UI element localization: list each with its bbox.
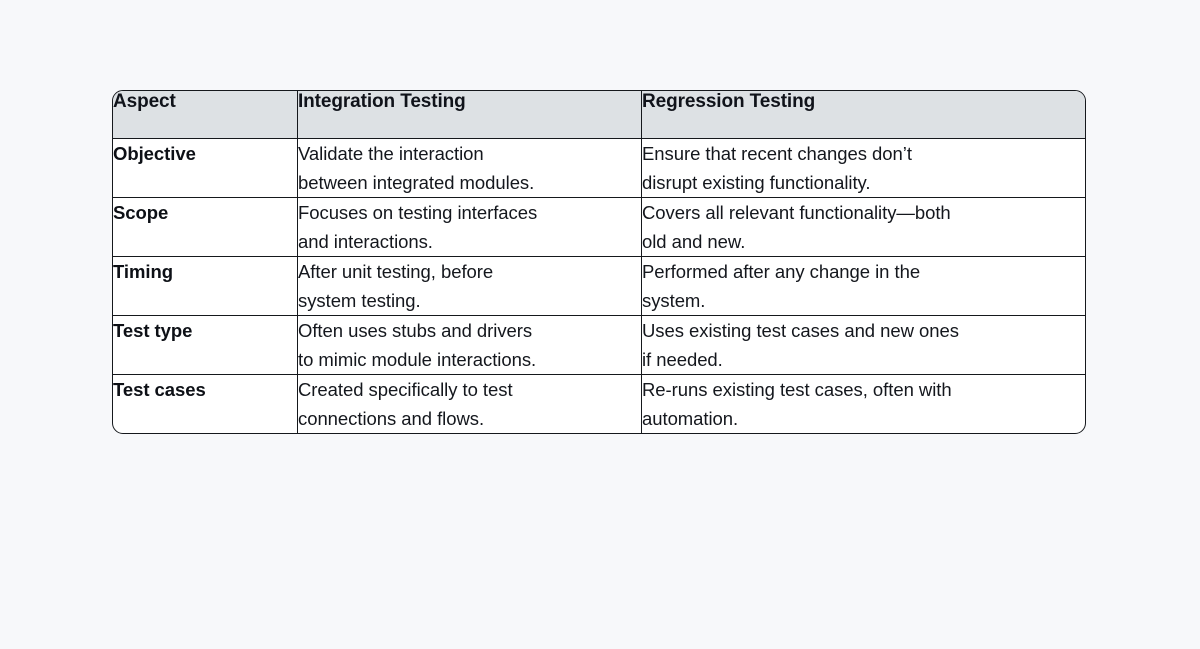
row-regression-value: Uses existing test cases and new ones if… [641, 315, 1085, 374]
row-integration-value: Created specifically to test connections… [297, 374, 641, 433]
table-row: Objective Validate the interaction betwe… [113, 139, 1085, 197]
row-regression-value: Covers all relevant functionality—both o… [641, 197, 1085, 256]
table-row: Scope Focuses on testing interfaces and … [113, 197, 1085, 256]
table-row: Timing After unit testing, before system… [113, 256, 1085, 315]
table-row: Test cases Created specifically to test … [113, 374, 1085, 433]
table-header-row: Aspect Integration Testing Regression Te… [113, 91, 1085, 139]
table-body: Objective Validate the interaction betwe… [113, 139, 1085, 433]
table-header: Aspect Integration Testing Regression Te… [113, 91, 1085, 139]
row-regression-value: Performed after any change in the system… [641, 256, 1085, 315]
row-aspect-label: Test type [113, 315, 297, 374]
row-integration-value: Often uses stubs and drivers to mimic mo… [297, 315, 641, 374]
row-integration-value: After unit testing, before system testin… [297, 256, 641, 315]
comparison-table: Aspect Integration Testing Regression Te… [112, 90, 1086, 434]
column-header-regression-testing: Regression Testing [641, 91, 1085, 139]
column-header-aspect: Aspect [113, 91, 297, 139]
row-aspect-label: Scope [113, 197, 297, 256]
table-row: Test type Often uses stubs and drivers t… [113, 315, 1085, 374]
row-aspect-label: Test cases [113, 374, 297, 433]
row-integration-value: Validate the interaction between integra… [297, 139, 641, 197]
row-regression-value: Re-runs existing test cases, often with … [641, 374, 1085, 433]
row-aspect-label: Timing [113, 256, 297, 315]
column-header-integration-testing: Integration Testing [297, 91, 641, 139]
row-aspect-label: Objective [113, 143, 196, 164]
row-integration-value: Focuses on testing interfaces and intera… [297, 197, 641, 256]
row-regression-value: Ensure that recent changes don’t disrupt… [641, 139, 1085, 197]
